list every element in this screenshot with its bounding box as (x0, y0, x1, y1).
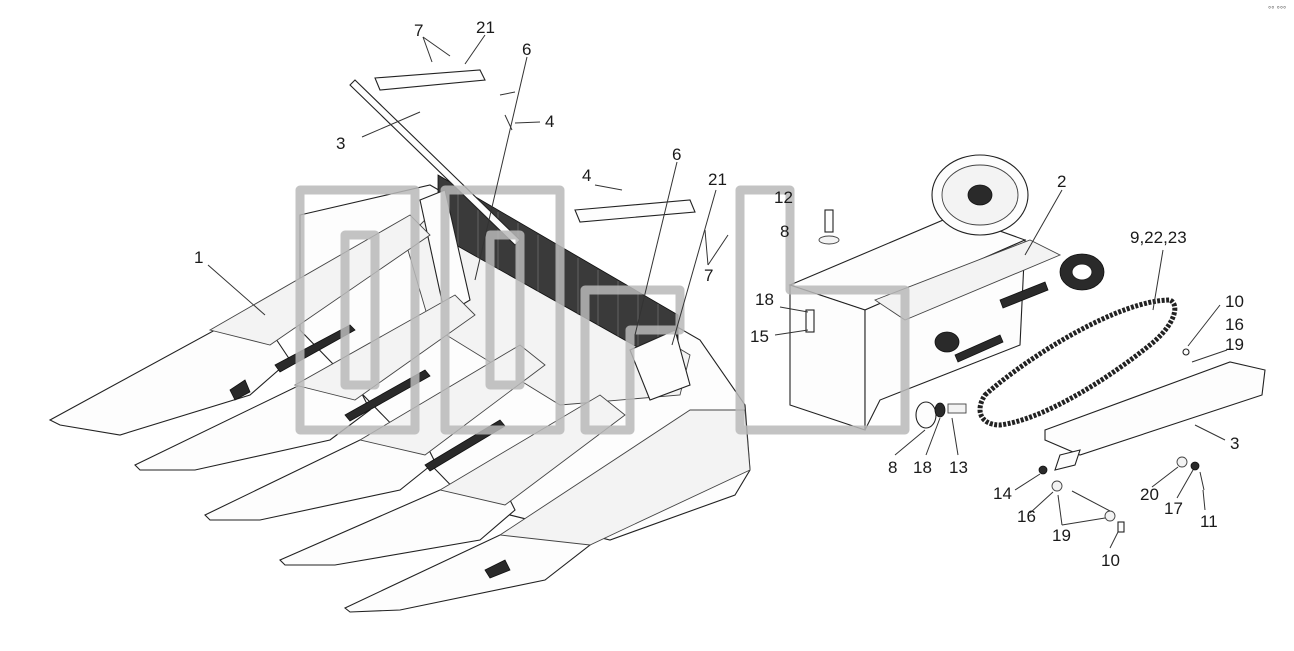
shield-right (1044, 361, 1266, 471)
leader-lines (207, 34, 1228, 549)
callout-17: 17 (1164, 499, 1183, 518)
watermark-logo (295, 185, 910, 435)
callout-19-lower: 19 (1052, 526, 1071, 545)
callout-16-lower: 16 (1017, 507, 1036, 526)
callout-11: 11 (1200, 512, 1218, 531)
callout-18-upper: 18 (755, 290, 774, 309)
callout-8-lower: 8 (888, 458, 897, 477)
callout-18-lower: 18 (913, 458, 932, 477)
callout-1: 1 (194, 248, 203, 267)
callout-3-left: 3 (336, 134, 345, 153)
callout-8-upper: 8 (780, 222, 789, 241)
corner-mark: °° °°° (1268, 5, 1286, 14)
callout-4-upper: 4 (545, 112, 554, 131)
callout-21-upper: 21 (476, 18, 495, 37)
callout-4-lower: 4 (582, 166, 591, 185)
callout-10-upper: 10 (1225, 292, 1244, 311)
callout-10-lower: 10 (1101, 551, 1120, 570)
callout-3-right: 3 (1230, 434, 1239, 453)
callout-6-upper: 6 (522, 40, 531, 59)
corn-header-assembly (48, 174, 751, 613)
callout-labels: 7 21 6 4 3 6 4 21 1 7 12 8 2 9,22,23 18 … (194, 18, 1244, 570)
callout-2: 2 (1057, 172, 1066, 191)
callout-20: 20 (1140, 485, 1159, 504)
callout-13: 13 (949, 458, 968, 477)
callout-19-upper: 19 (1225, 335, 1244, 354)
callout-7-upper: 7 (414, 21, 423, 40)
callout-7-lower: 7 (704, 266, 713, 285)
callout-6-lower: 6 (672, 145, 681, 164)
callout-14: 14 (993, 484, 1012, 503)
drive-chain (977, 297, 1178, 428)
callout-12: 12 (774, 188, 793, 207)
callout-15: 15 (750, 327, 769, 346)
fasteners (805, 209, 1205, 533)
callout-9-22-23: 9,22,23 (1130, 228, 1187, 247)
callout-16-upper: 16 (1225, 315, 1244, 334)
callout-21-lower: 21 (708, 170, 727, 189)
